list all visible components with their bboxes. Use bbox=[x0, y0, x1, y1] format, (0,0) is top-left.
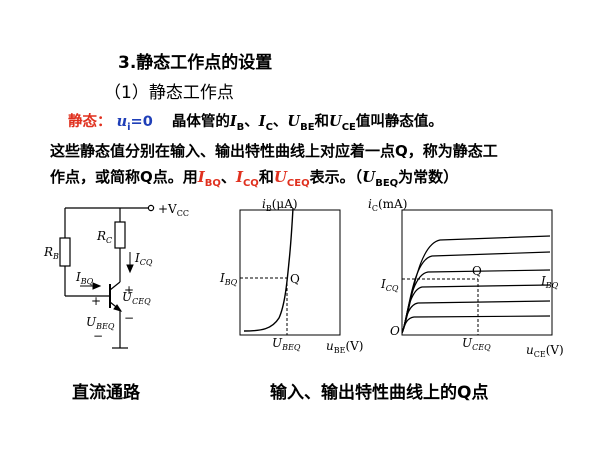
output-y-label: iC(mA) bbox=[368, 197, 407, 213]
q-point-description-1: 这些静态值分别在输入、输出特性曲线上对应着一点Q，称为静态工 bbox=[50, 142, 498, 160]
static-text-b: 值叫静态值。 bbox=[355, 114, 443, 130]
input-x-label: uBE(V) bbox=[326, 339, 363, 355]
output-chart-frame bbox=[401, 209, 553, 336]
input-chart-frame bbox=[239, 209, 341, 336]
rc-label: RC bbox=[96, 229, 112, 245]
static-condition: ui=0 bbox=[116, 113, 153, 133]
plus-ce: + bbox=[124, 283, 134, 297]
uceq-label: UCEQ bbox=[122, 290, 151, 306]
output-x-tick: UCEQ bbox=[462, 336, 491, 352]
rb-resistor bbox=[59, 237, 71, 267]
output-y-tick: ICQ bbox=[380, 277, 399, 293]
static-text-a: 晶体管的 bbox=[171, 114, 230, 130]
output-x-label: uCE(V) bbox=[526, 343, 564, 359]
minus-be: − bbox=[93, 329, 103, 343]
output-curve-4 bbox=[401, 284, 551, 334]
section-heading: 3.静态工作点的设置 bbox=[118, 53, 273, 73]
output-q-label: Q bbox=[472, 264, 482, 278]
output-characteristic-chart: Q IBQ iC(mA) ICQ O UCEQ uCE(V) bbox=[368, 197, 564, 359]
q-point-description-2: 作点，或简称Q点。用IBQ、ICQ和UCEQ表示。（UBEQ为常数） bbox=[50, 168, 459, 189]
plus-be: + bbox=[91, 294, 101, 308]
caption-q-point: 输入、输出特性曲线上的Q点 bbox=[270, 383, 489, 403]
output-curve-1 bbox=[401, 235, 551, 334]
input-characteristic-chart: Q iB(μA) IBQ UBEQ uBE(V) bbox=[219, 197, 363, 355]
rb-label: RB bbox=[43, 245, 59, 261]
input-y-tick: IBQ bbox=[219, 271, 238, 287]
input-curve bbox=[243, 207, 294, 332]
icq-label: ICQ bbox=[134, 251, 153, 267]
static-label: 静态： bbox=[68, 114, 112, 130]
input-y-label: iB(μA) bbox=[262, 197, 298, 213]
subsection-heading: （1）静态工作点 bbox=[104, 83, 234, 103]
vcc-label: +VCC bbox=[158, 202, 189, 218]
rc-resistor bbox=[114, 221, 126, 249]
output-origin: O bbox=[390, 324, 400, 338]
caption-dc-path: 直流通路 bbox=[72, 383, 140, 403]
minus-ce: − bbox=[124, 311, 134, 325]
output-ib-label: IBQ bbox=[540, 274, 559, 290]
static-definition-line: 静态： ui=0 晶体管的IB、IC、UBE和UCE值叫静态值。 bbox=[68, 113, 443, 133]
output-curve-6 bbox=[401, 315, 551, 334]
ubeq-label: UBEQ bbox=[86, 315, 115, 331]
ibq-label: IBQ bbox=[75, 270, 94, 286]
input-x-tick: UBEQ bbox=[272, 336, 301, 352]
input-q-label: Q bbox=[290, 272, 300, 286]
